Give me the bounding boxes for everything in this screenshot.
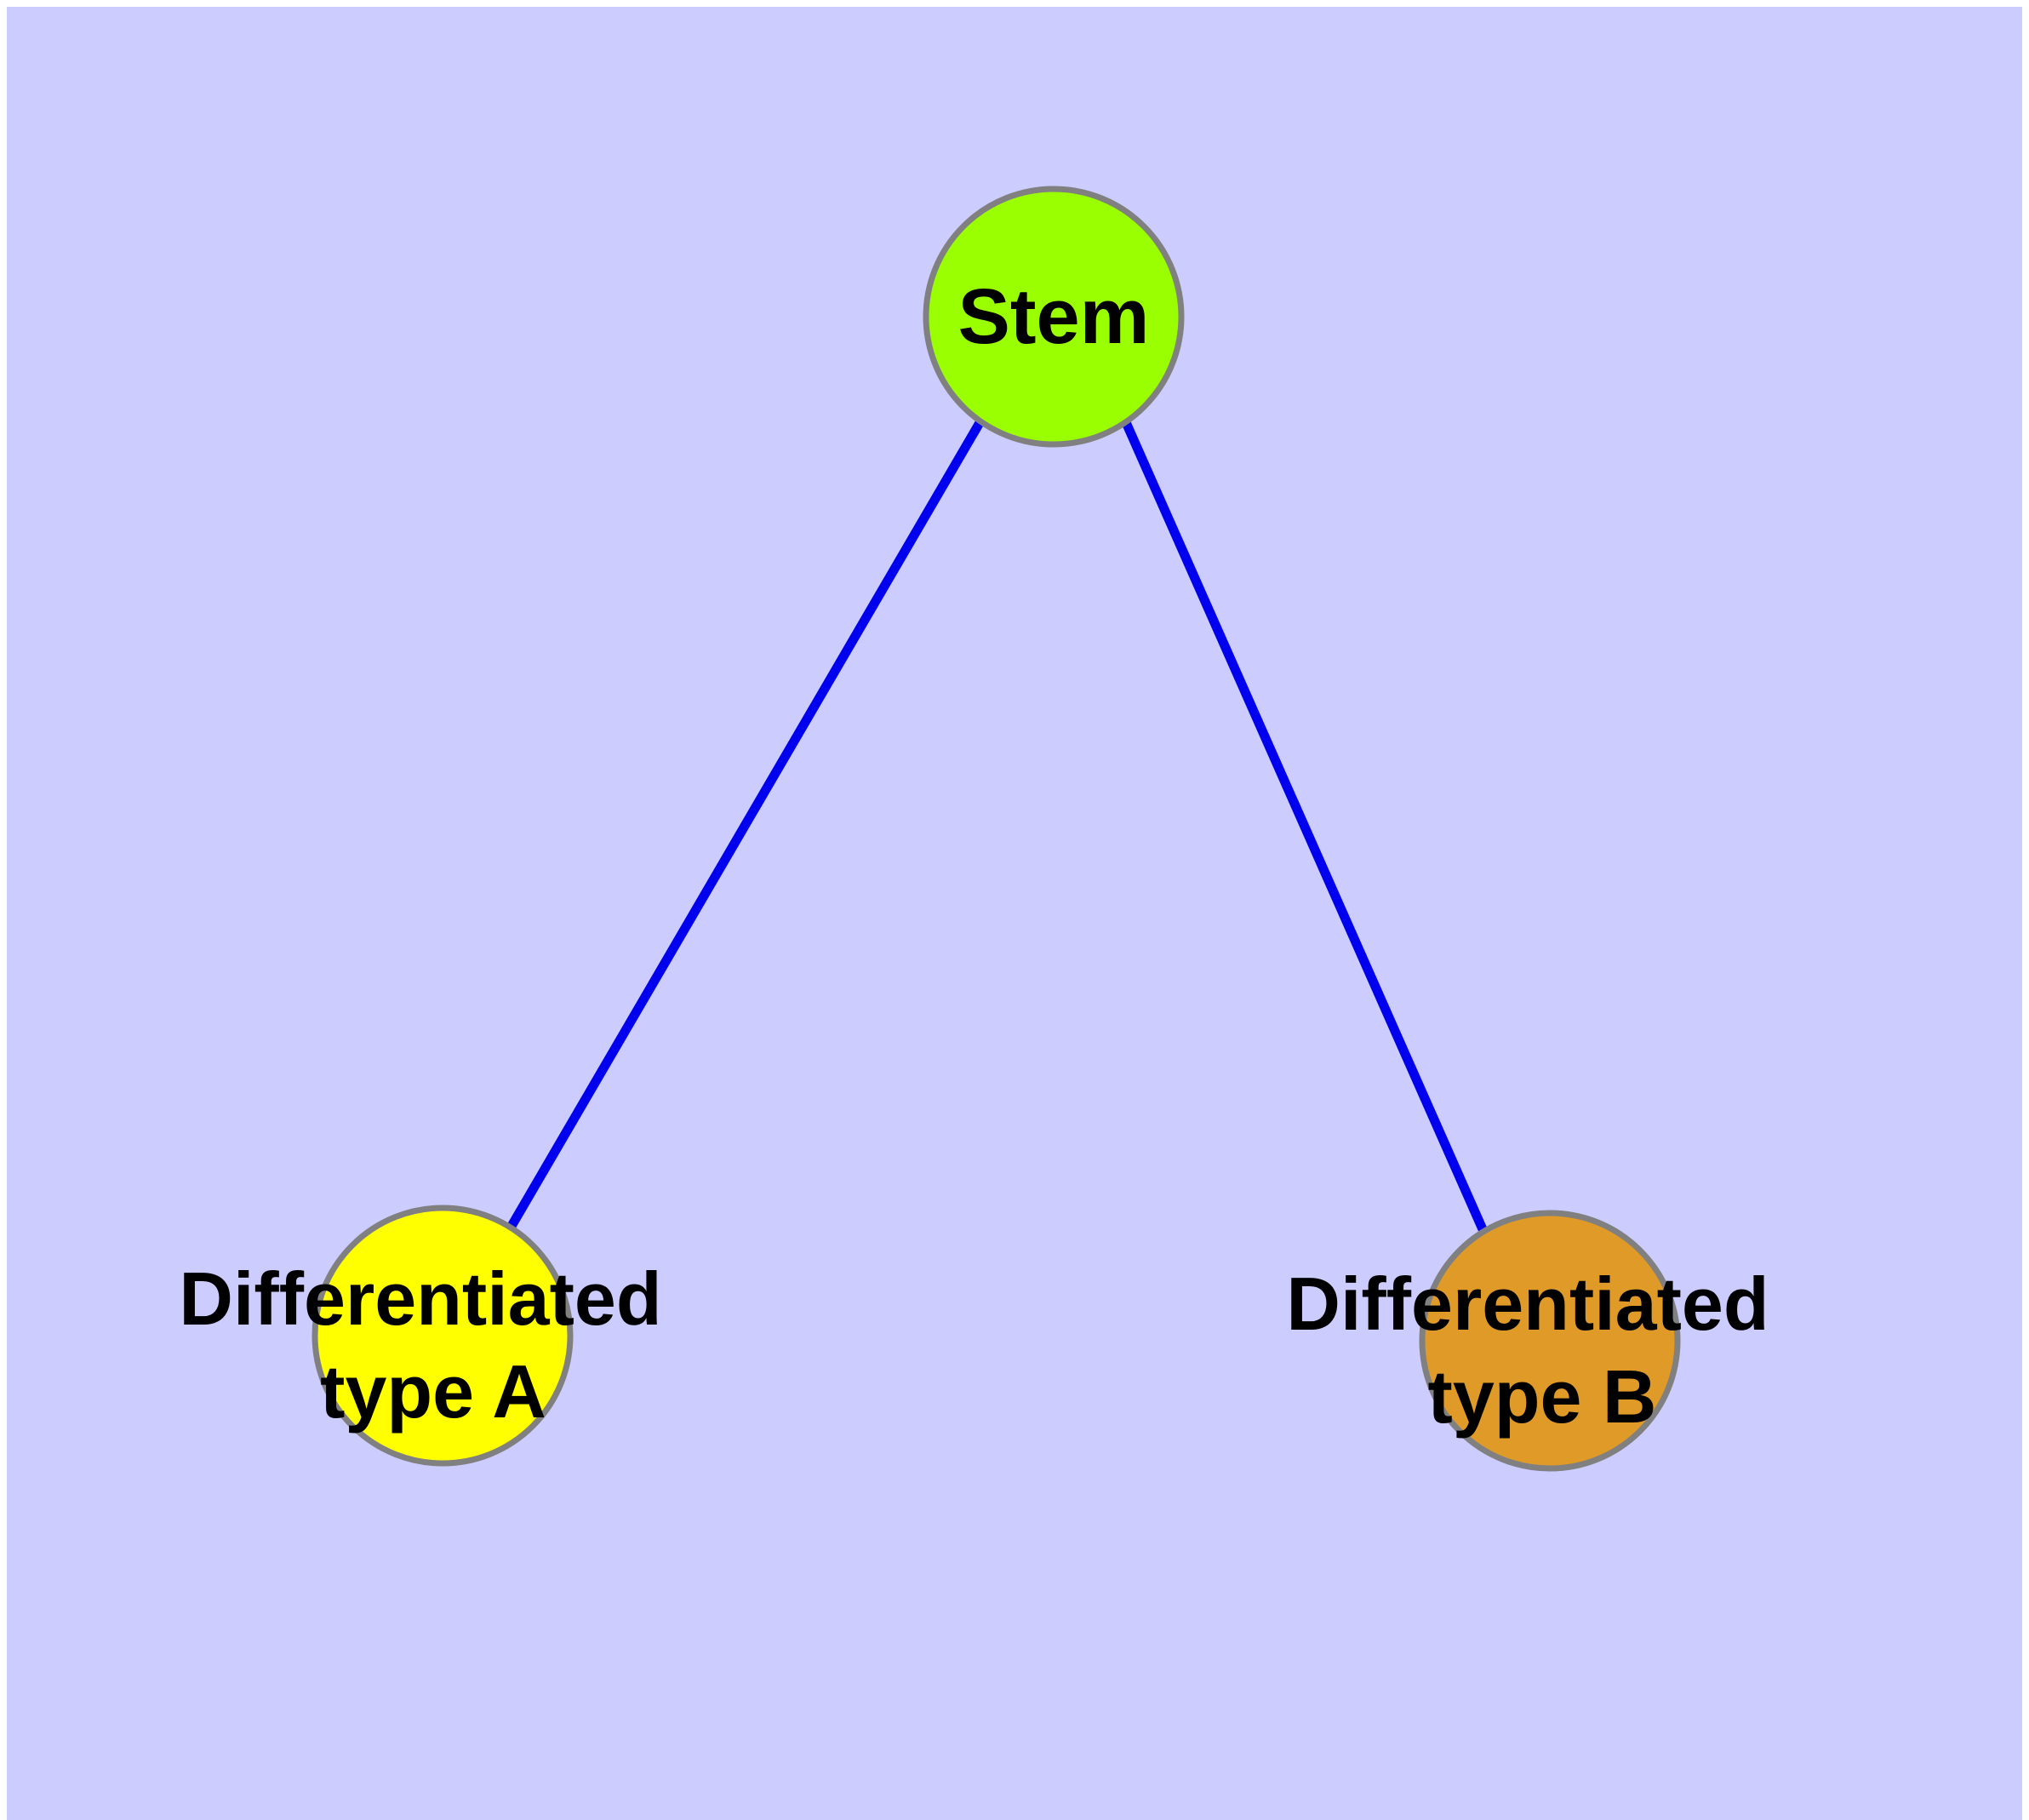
node-stem[interactable] xyxy=(923,186,1185,448)
node-stem-label: Stem xyxy=(958,273,1150,360)
edge-stem-to-differentiated-type-a[interactable] xyxy=(506,419,985,1230)
edge-stem-to-differentiated-type-b[interactable] xyxy=(1120,418,1488,1232)
label-layer: Stem Differentiated type A Differentiate… xyxy=(179,273,1769,1439)
edge-layer xyxy=(506,418,1488,1232)
node-stem-circle[interactable] xyxy=(923,186,1185,448)
node-differentiated-type-b-circle[interactable] xyxy=(1419,1210,1681,1472)
node-differentiated-type-b-label-line1: Differentiated xyxy=(1286,1262,1769,1346)
node-layer xyxy=(311,186,1681,1472)
node-differentiated-type-a-label-line1: Differentiated xyxy=(179,1256,661,1341)
node-differentiated-type-b[interactable] xyxy=(1419,1210,1681,1472)
node-differentiated-type-a[interactable] xyxy=(311,1205,574,1467)
node-differentiated-type-a-circle[interactable] xyxy=(311,1205,574,1467)
node-differentiated-type-a-label-line2: type A xyxy=(320,1349,546,1434)
node-differentiated-type-b-label-line2: type B xyxy=(1428,1354,1657,1439)
